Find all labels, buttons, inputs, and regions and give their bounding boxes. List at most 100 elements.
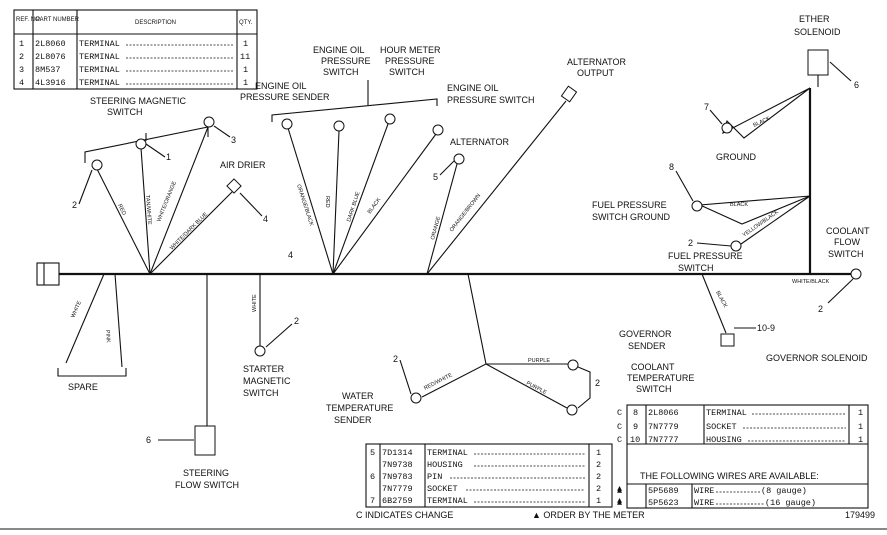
table-cell: 6 xyxy=(370,472,375,482)
label-governor-sender: GOVERNOR xyxy=(619,329,672,339)
wire-label: ORANGE xyxy=(430,216,442,241)
label-alternator: ALTERNATOR xyxy=(450,137,510,147)
table-cell: 7N7779 xyxy=(382,484,413,494)
label-line: SENDER xyxy=(334,415,372,425)
table-cell: WIRE xyxy=(694,486,714,496)
wire-label: PINK xyxy=(104,330,111,344)
wire-label: BLACK xyxy=(714,290,728,309)
callout-number: 3 xyxy=(231,135,236,145)
table-cell: 1 xyxy=(858,408,863,418)
label-line: SWITCH xyxy=(828,249,864,259)
table-cell: 3 xyxy=(19,65,24,75)
wire-label: WHITE/ORANGE xyxy=(156,180,178,223)
table-cell: TERMINAL xyxy=(706,408,747,418)
table-cell: 7N9783 xyxy=(382,472,413,482)
order-by-meter-mark: ▲ xyxy=(617,486,623,496)
table-cell: (8 gauge) xyxy=(761,486,807,496)
meter-note: ▲ ORDER BY THE METER xyxy=(532,510,645,520)
callout-number: 1 xyxy=(166,152,171,162)
callout-number: 4 xyxy=(288,250,293,260)
label-engine-oil-pressure-switch: ENGINE OIL xyxy=(313,45,365,55)
label-engine-oil-pressure-switch-2: ENGINE OIL xyxy=(447,83,499,93)
wire-label: WHITE/BLACK xyxy=(792,279,830,285)
table-cell: TERMINAL xyxy=(79,39,120,49)
callout-number: 7 xyxy=(704,102,709,112)
callout-number: 8 xyxy=(669,162,674,172)
wires-available-note: THE FOLLOWING WIRES ARE AVAILABLE: xyxy=(640,471,819,481)
table-cell: WIRE xyxy=(694,498,714,508)
table-cell: 11 xyxy=(240,52,250,62)
header-part: PART NUMBER xyxy=(36,17,80,23)
wire-label: PURPLE xyxy=(528,358,550,364)
table-cell: HOUSING xyxy=(706,435,742,445)
callout-number: 6 xyxy=(854,80,859,90)
wire-label: RED xyxy=(324,196,330,208)
label-line: TEMPERATURE xyxy=(627,373,694,383)
label-line: FLOW xyxy=(834,237,861,247)
wire-label: WHITE xyxy=(252,294,258,312)
wire-label: WHITE/DARK BLUE xyxy=(169,211,209,251)
table-cell: 1 xyxy=(19,39,24,49)
table-cell: 1 xyxy=(858,422,863,432)
label-hour-meter-pressure-switch: HOUR METER xyxy=(380,45,441,55)
table-cell: 7N9738 xyxy=(382,460,413,470)
table-cell: TERMINAL xyxy=(79,52,120,62)
table-cell: TERMINAL xyxy=(427,496,468,506)
coolant-flow-terminal xyxy=(850,268,862,280)
parts-table-bottom: 5 7D1314 TERMINAL 1 7N9738 HOUSING 2 6 7… xyxy=(365,443,623,508)
table-cell: 2 xyxy=(19,52,24,62)
table-cell: 7N7777 xyxy=(648,435,679,445)
table-cell: 5P5623 xyxy=(648,498,679,508)
label-spare: SPARE xyxy=(68,382,98,392)
change-flag: C xyxy=(617,422,622,432)
header-ref: REF. NO. xyxy=(16,17,42,23)
label-fuel-pressure-switch: FUEL PRESSURE xyxy=(668,251,743,261)
label-line: SWITCH GROUND xyxy=(592,212,670,222)
table-cell: 2L8066 xyxy=(648,408,679,418)
table-cell: 2 xyxy=(596,460,601,470)
label-line: SWITCH xyxy=(636,384,672,394)
table-cell: 5P5689 xyxy=(648,486,679,496)
table-cell: 4 xyxy=(19,78,24,88)
table-cell: 1 xyxy=(858,435,863,445)
table-cell: 2L8060 xyxy=(35,39,66,49)
label-steering-flow-switch: STEERING xyxy=(183,468,229,478)
parts-table-top: REF. NO. PART NUMBER DESCRIPTION QTY. 1 … xyxy=(13,9,258,90)
label-line: PRESSURE xyxy=(321,56,371,66)
change-flag: C xyxy=(617,408,622,418)
table-cell: 1 xyxy=(243,78,248,88)
table-cell: 4L3916 xyxy=(35,78,66,88)
header-qty: QTY. xyxy=(239,20,253,26)
table-cell: 9 xyxy=(633,422,638,432)
callout-number: 2 xyxy=(294,316,299,326)
table-cell: 2 xyxy=(596,472,601,482)
label-coolant-temperature-switch: COOLANT xyxy=(631,362,675,372)
callout-number: 2 xyxy=(595,378,600,388)
label-steering-magnetic-switch: STEERING MAGNETIC xyxy=(90,96,187,106)
label-line: SOLENOID xyxy=(794,27,841,37)
table-cell: 1 xyxy=(243,39,248,49)
ether-solenoid-box xyxy=(807,49,829,76)
label-line: PRESSURE SWITCH xyxy=(447,95,535,105)
label-governor-solenoid: GOVERNOR SOLENOID xyxy=(766,353,868,363)
steering-magnetic-group: STEERING MAGNETIC SWITCH RED TAN/WHITE W… xyxy=(72,96,268,275)
table-cell: 1 xyxy=(596,496,601,506)
main-harness: 4 xyxy=(36,250,862,286)
table-cell: 8 xyxy=(633,408,638,418)
callout-number: 2 xyxy=(393,354,398,364)
label-water-temperature-sender: WATER xyxy=(342,391,374,401)
label-line: SWITCH xyxy=(678,263,714,273)
callout-number: 4 xyxy=(263,214,268,224)
label-coolant-flow-switch: COOLANT xyxy=(826,226,870,236)
table-cell: 10 xyxy=(630,435,640,445)
label-line: PRESSURE SENDER xyxy=(240,92,330,102)
table-cell: 6B2759 xyxy=(382,496,413,506)
table-cell: 5 xyxy=(370,448,375,458)
table-cell: HOUSING xyxy=(427,460,463,470)
table-cell: SOCKET xyxy=(427,484,458,494)
wire-label: TAN/WHITE xyxy=(144,195,152,226)
table-cell: 7 xyxy=(370,496,375,506)
table-cell: 8M537 xyxy=(35,65,61,75)
callout-number: 10-9 xyxy=(757,323,775,333)
